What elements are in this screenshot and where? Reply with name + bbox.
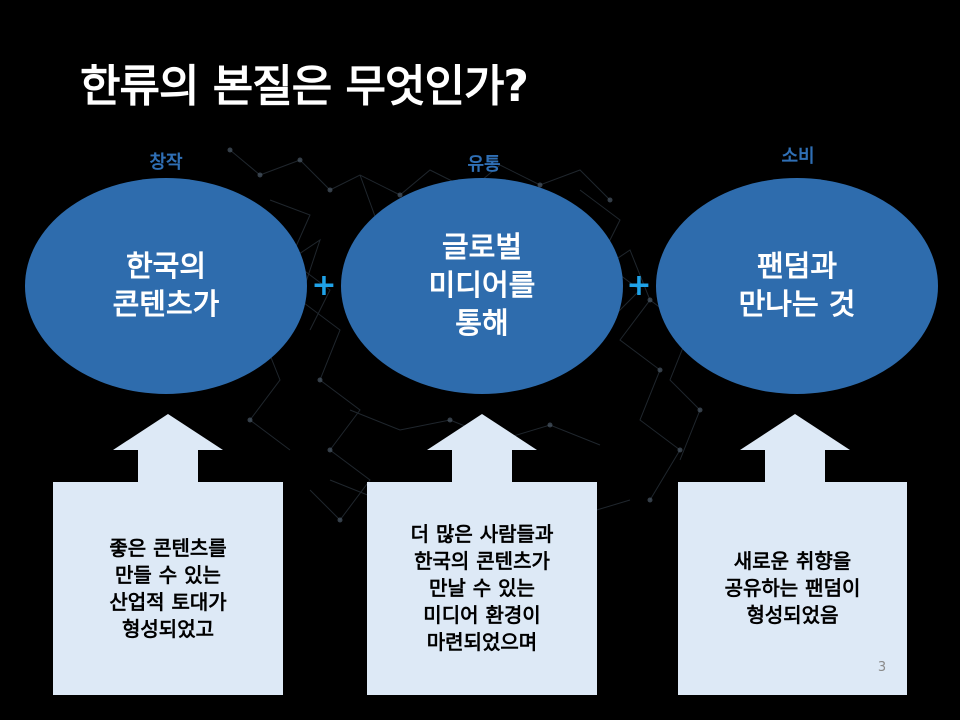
up-arrow-icon <box>113 414 223 484</box>
page-number: 3 <box>877 660 887 675</box>
stage-ellipse-consumption: 팬덤과 만나는 것 <box>656 178 938 394</box>
plus-connector: + <box>626 268 652 303</box>
ellipse-text: 팬덤과 만나는 것 <box>738 249 856 321</box>
box-text: 좋은 콘텐츠를 만들 수 있는 산업적 토대가 형성되었고 <box>109 535 227 641</box>
stage-label-consumption: 소비 <box>781 146 815 167</box>
stage-label-distribution: 유통 <box>467 154 501 175</box>
box-text: 새로운 취향을 공유하는 팬덤이 형성되었음 <box>724 549 861 627</box>
up-arrow-icon <box>427 414 537 484</box>
description-box-consumption: 새로운 취향을 공유하는 팬덤이 형성되었음 <box>678 482 907 695</box>
plus-connector: + <box>311 268 337 303</box>
box-text: 더 많은 사람들과 한국의 콘텐츠가 만날 수 있는 미디어 환경이 마련되었으… <box>410 522 554 654</box>
ellipse-text: 글로벌 미디어를 통해 <box>428 230 536 340</box>
stage-ellipse-creation: 한국의 콘텐츠가 <box>25 178 307 394</box>
up-arrow-icon <box>740 414 850 484</box>
ellipse-text: 한국의 콘텐츠가 <box>112 249 220 321</box>
description-box-creation: 좋은 콘텐츠를 만들 수 있는 산업적 토대가 형성되었고 <box>53 482 283 695</box>
stage-label-creation: 창작 <box>149 152 183 173</box>
stage-ellipse-distribution: 글로벌 미디어를 통해 <box>341 178 623 394</box>
slide-title: 한류의 본질은 무엇인가? <box>80 61 529 112</box>
description-box-distribution: 더 많은 사람들과 한국의 콘텐츠가 만날 수 있는 미디어 환경이 마련되었으… <box>367 482 597 695</box>
